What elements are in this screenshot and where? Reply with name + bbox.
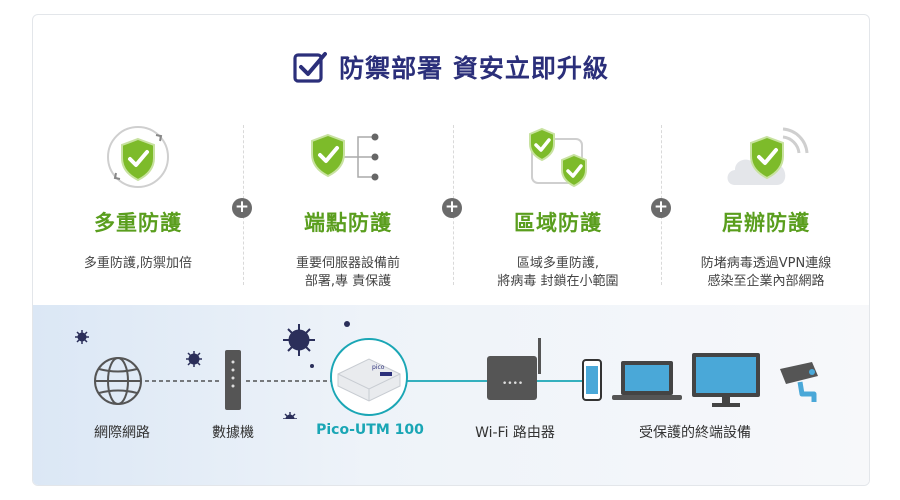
page-title: 防禦部署 資安立即升級 [33, 49, 869, 85]
dot-icon [310, 364, 314, 368]
wifi-router-icon: •••• [487, 338, 541, 400]
modem-icon [225, 350, 241, 410]
dual-shield-icon [529, 127, 587, 188]
feature-name: 區域防護 [514, 211, 602, 235]
cloud-shield-icon [727, 127, 809, 185]
network-diagram: pico •••• [75, 321, 818, 419]
label-devices: 受保護的終端設備 [639, 425, 751, 441]
virus-icon [283, 412, 297, 419]
device-brand: pico [372, 364, 385, 371]
security-camera-icon [780, 362, 818, 402]
main-card: 防禦部署 資安立即升級 多重防護 多重防護,防禦加倍 + [32, 14, 870, 486]
smartphone-icon [582, 359, 602, 401]
globe-icon [94, 357, 142, 405]
feature-remote: 居辦防護 防堵病毒透過VPN連線 感染至企業內部網路 [666, 125, 866, 291]
feature-desc: 重要伺服器設備前 部署,專 責保護 [295, 256, 400, 289]
title-text: 防禦部署 資安立即升級 [339, 54, 609, 83]
virus-icon [283, 324, 315, 356]
cycle-shield-icon [107, 126, 169, 188]
feature-name: 端點防護 [304, 211, 392, 235]
feature-endpoint: 端點防護 重要伺服器設備前 部署,專 責保護 [248, 125, 448, 291]
feature-multi: 多重防護 多重防護,防禦加倍 [38, 125, 238, 273]
plus-icon: + [651, 198, 671, 218]
label-internet: 網際網路 [94, 425, 150, 441]
dot-icon [344, 321, 350, 327]
label-modem: 數據機 [212, 425, 254, 441]
pico-utm-icon: pico [330, 338, 408, 416]
label-wifi: Wi-Fi 路由器 [475, 425, 555, 441]
plus-icon: + [442, 198, 462, 218]
router-dots: •••• [502, 379, 523, 389]
plus-icon: + [232, 198, 252, 218]
feature-area: 區域防護 區域多重防護, 將病毒 封鎖在小範圍 [458, 125, 658, 291]
shield-network-icon [311, 133, 379, 181]
label-utm: Pico-UTM 100 [316, 422, 424, 438]
laptop-icon [612, 361, 682, 400]
feature-desc: 多重防護,防禦加倍 [83, 256, 193, 271]
virus-icon [75, 330, 89, 344]
feature-desc: 區域多重防護, 將病毒 封鎖在小範圍 [497, 256, 619, 289]
monitor-icon [692, 353, 760, 407]
feature-desc: 防堵病毒透過VPN連線 感染至企業內部網路 [700, 256, 832, 289]
virus-icon [186, 351, 202, 367]
feature-name: 多重防護 [94, 211, 182, 235]
checkbox-check-icon [293, 52, 328, 83]
feature-name: 居辦防護 [722, 211, 810, 235]
